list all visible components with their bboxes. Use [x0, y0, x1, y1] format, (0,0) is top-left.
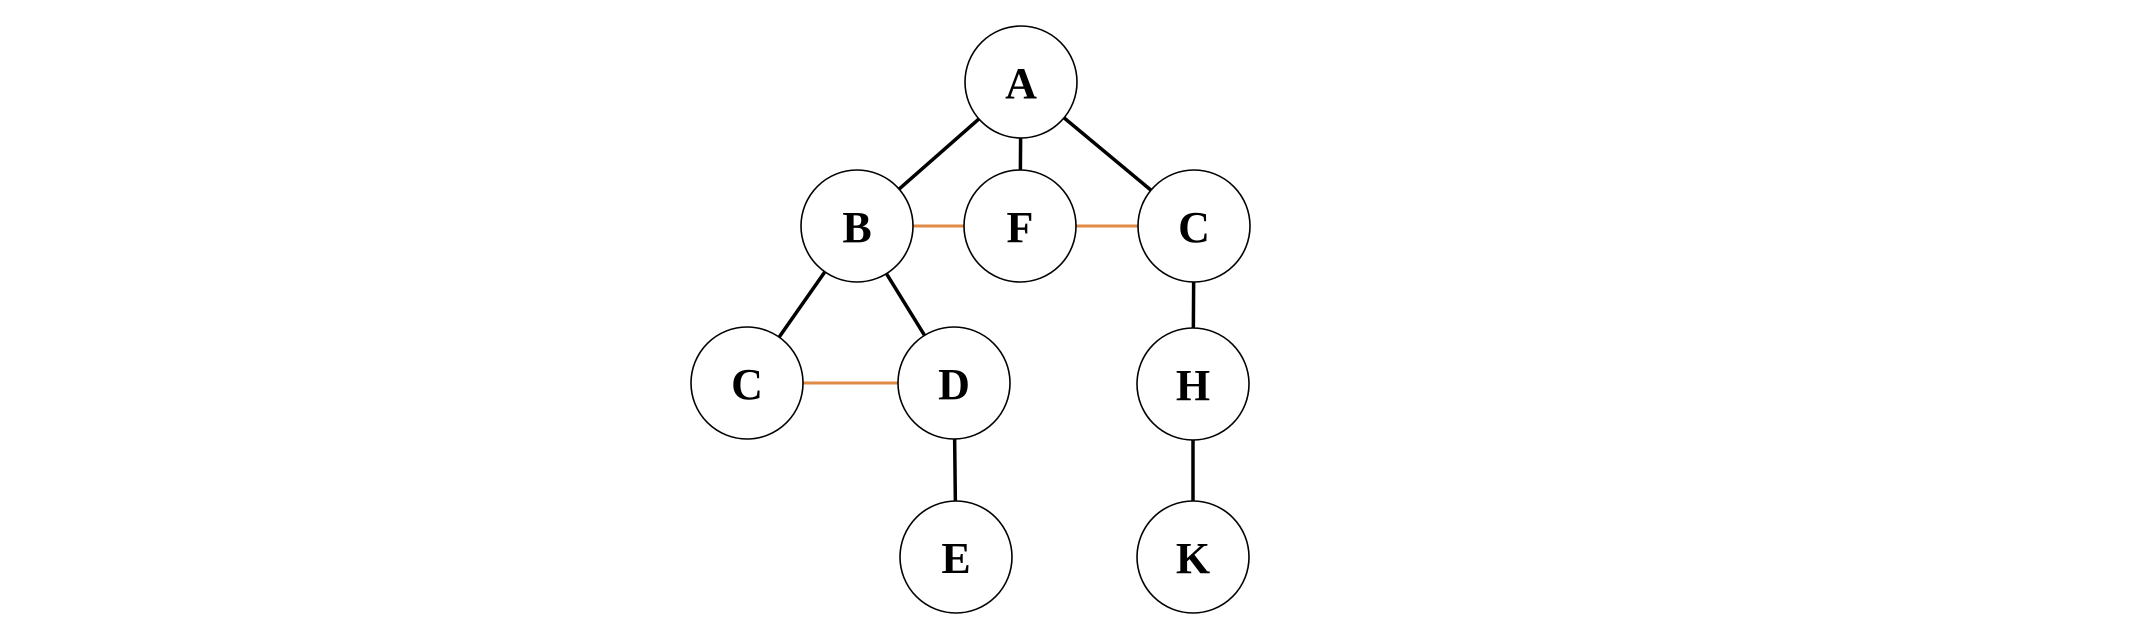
node-circle-F — [963, 169, 1077, 283]
node-label-K: K — [1176, 534, 1210, 583]
node-circle-C1 — [690, 326, 804, 440]
node-circle-C2 — [1137, 169, 1251, 283]
node-label-E: E — [941, 534, 970, 583]
node-C1: C — [690, 326, 804, 440]
edges-layer — [745, 80, 1196, 558]
node-B: B — [800, 169, 914, 283]
node-circle-D — [897, 326, 1011, 440]
node-E: E — [899, 500, 1013, 614]
node-A: A — [964, 25, 1078, 139]
node-circle-A — [964, 25, 1078, 139]
node-H: H — [1136, 327, 1250, 441]
node-circle-E — [899, 500, 1013, 614]
node-circle-B — [800, 169, 914, 283]
node-label-C2: C — [1178, 203, 1210, 252]
node-circle-H — [1136, 327, 1250, 441]
node-D: D — [897, 326, 1011, 440]
node-label-F: F — [1007, 203, 1034, 252]
node-K: K — [1136, 500, 1250, 614]
node-F: F — [963, 169, 1077, 283]
node-circle-K — [1136, 500, 1250, 614]
node-C2: C — [1137, 169, 1251, 283]
node-label-C1: C — [731, 360, 763, 409]
nodes-layer: A B F C C D H E K — [690, 25, 1251, 614]
node-label-A: A — [1005, 59, 1037, 108]
node-label-H: H — [1176, 361, 1210, 410]
node-label-B: B — [842, 203, 871, 252]
node-label-D: D — [938, 360, 970, 409]
